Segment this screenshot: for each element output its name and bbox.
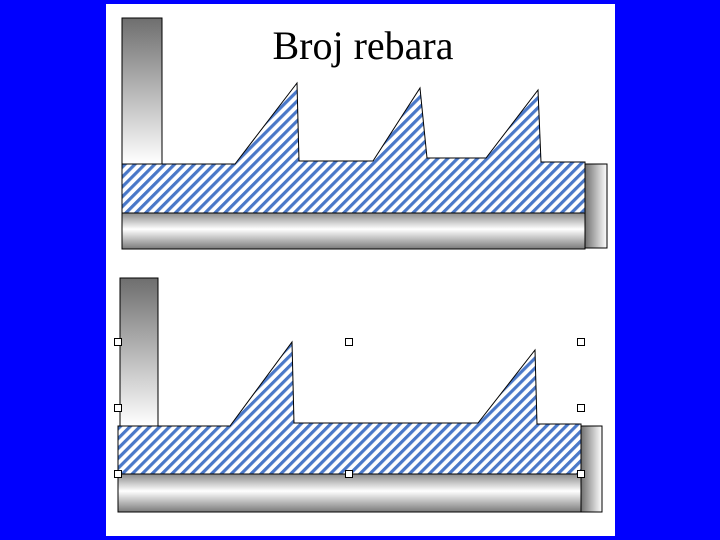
base-pipe: [117, 473, 582, 513]
resize-handle-middle-left[interactable]: [114, 404, 122, 412]
resize-handle-top-right[interactable]: [577, 338, 585, 346]
selection-handles[interactable]: [114, 338, 585, 478]
resize-handle-bottom-left[interactable]: [114, 470, 122, 478]
diagram-two-fins[interactable]: [114, 277, 603, 513]
resize-handle-bottom-right[interactable]: [577, 470, 585, 478]
diagram-three-fins: [121, 17, 608, 250]
right-wall: [580, 425, 603, 513]
resize-handle-bottom-middle[interactable]: [345, 470, 353, 478]
base-pipe: [121, 212, 586, 250]
left-wall: [119, 277, 159, 427]
resize-handle-middle-right[interactable]: [577, 404, 585, 412]
finned-plate: [117, 340, 582, 475]
resize-handle-top-middle[interactable]: [345, 338, 353, 346]
finned-plate: [121, 81, 586, 214]
slide-title: Broj rebara: [272, 23, 454, 68]
resize-handle-top-left[interactable]: [114, 338, 122, 346]
left-wall: [121, 17, 163, 165]
right-wall: [584, 163, 608, 249]
